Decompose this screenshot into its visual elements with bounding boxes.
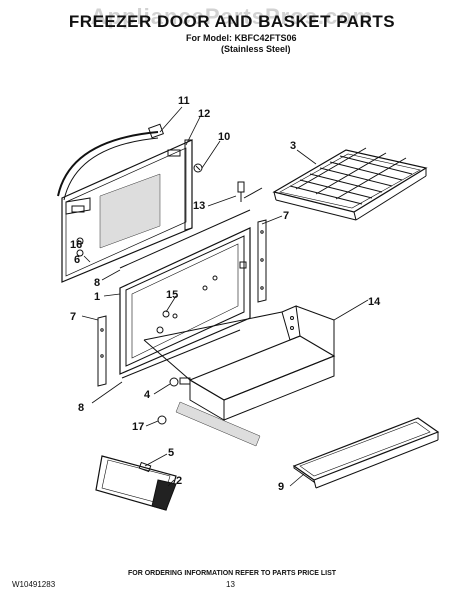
callout-13: 13 <box>193 200 205 212</box>
callout-7-right: 7 <box>283 210 289 222</box>
callout-4: 4 <box>144 389 151 401</box>
callout-10: 10 <box>218 131 230 143</box>
part-13-screw <box>237 181 263 202</box>
callouts: 11 12 10 3 13 7 16 6 8 1 15 14 7 4 8 17 … <box>70 95 381 493</box>
callout-6: 6 <box>74 254 80 266</box>
part-11-handle <box>57 123 164 201</box>
page-number: 13 <box>226 580 235 589</box>
document-number: W10491283 <box>12 580 56 589</box>
callout-9: 9 <box>278 481 284 493</box>
part-4-screw <box>169 377 191 387</box>
part-12-outer-door <box>61 139 193 283</box>
part-9-gasket <box>292 417 440 489</box>
part-17-screw <box>157 401 261 447</box>
callout-15: 15 <box>166 289 178 301</box>
ordering-info: FOR ORDERING INFORMATION REFER TO PARTS … <box>127 570 337 577</box>
callout-16: 16 <box>70 239 82 251</box>
model-line: For Model: KBFC42FTS06 <box>186 33 297 43</box>
part-2-trim <box>95 455 177 511</box>
callout-7-left: 7 <box>70 311 76 323</box>
callout-1: 1 <box>94 291 100 303</box>
callout-2: 2 <box>176 475 182 487</box>
page-title: FREEZER DOOR AND BASKET PARTS <box>68 12 396 31</box>
finish-line: (Stainless Steel) <box>221 44 291 54</box>
callout-8-lower: 8 <box>78 402 84 414</box>
part-8-rod-lower <box>121 329 241 379</box>
part-10-screw <box>193 163 203 173</box>
callout-14: 14 <box>368 296 381 308</box>
callout-3: 3 <box>290 140 296 152</box>
part-16-screws <box>76 237 84 257</box>
callout-12: 12 <box>198 108 210 120</box>
part-15-screw <box>162 310 170 318</box>
callout-5: 5 <box>168 447 174 459</box>
callout-8-upper: 8 <box>94 277 100 289</box>
part-7-strip-left <box>97 315 107 387</box>
callout-17: 17 <box>132 421 144 433</box>
leader-lines <box>77 106 369 487</box>
part-3-wire-rack <box>272 147 428 221</box>
part-8-rod-upper <box>119 209 251 269</box>
part-7-strip-right <box>257 219 267 303</box>
callout-11: 11 <box>178 95 190 107</box>
